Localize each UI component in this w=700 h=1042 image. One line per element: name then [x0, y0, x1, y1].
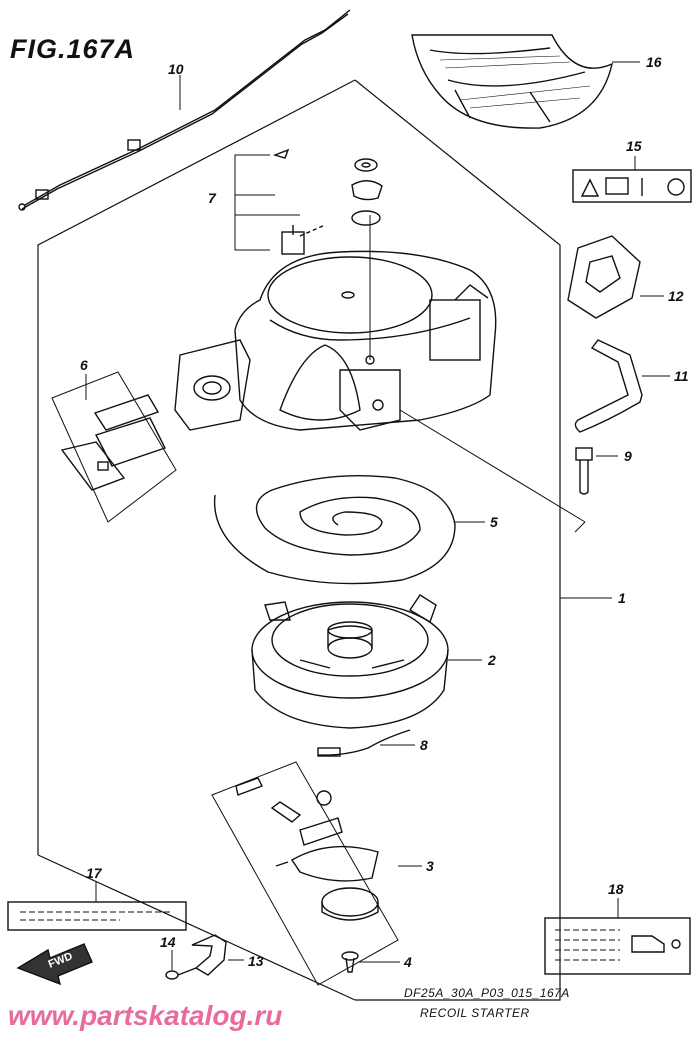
callout-1: 1 — [618, 590, 626, 606]
callout-labels: 1 2 3 4 5 6 7 8 9 10 11 12 13 14 15 16 1… — [80, 54, 689, 970]
part-11-clip — [574, 339, 670, 433]
callout-17: 17 — [86, 865, 103, 881]
part-5-spring — [213, 475, 485, 585]
part-18-label — [544, 898, 691, 975]
part-14-bolt — [165, 950, 197, 980]
part-15-warning-label — [572, 156, 692, 203]
part-9-bolt — [575, 447, 618, 495]
callout-16: 16 — [646, 54, 662, 70]
callout-4: 4 — [403, 954, 412, 970]
part-4-screw — [341, 951, 400, 973]
callout-7: 7 — [208, 190, 217, 206]
part-12-grommet — [567, 235, 664, 319]
part-16-cover — [411, 34, 640, 129]
part-13-bracket — [191, 934, 244, 976]
callout-9: 9 — [624, 448, 632, 464]
part-2-reel — [251, 594, 482, 729]
part-3-ratchet-kit — [211, 761, 422, 986]
callout-11: 11 — [674, 368, 689, 384]
figure-name: RECOIL STARTER — [420, 1006, 530, 1020]
assembly-outline — [37, 79, 561, 1001]
figure-title: FIG.167A — [10, 34, 136, 64]
part-7-hardware-group — [234, 148, 383, 255]
callout-5: 5 — [490, 514, 498, 530]
callout-14: 14 — [160, 934, 176, 950]
callout-12: 12 — [668, 288, 684, 304]
watermark: www.partskatalog.ru — [8, 1000, 283, 1031]
part-10-cable — [18, 9, 351, 211]
callout-3: 3 — [426, 858, 434, 874]
part-8-rope — [317, 729, 415, 757]
figure-code: DF25A_30A_P03_015_167A — [404, 986, 570, 1000]
part-17-label — [7, 882, 187, 931]
callout-6: 6 — [80, 357, 88, 373]
callout-18: 18 — [608, 881, 624, 897]
callout-13: 13 — [248, 953, 264, 969]
fwd-arrow-icon: FWD — [16, 943, 93, 986]
callout-10: 10 — [168, 61, 184, 77]
part-6-handle-kit — [51, 371, 177, 523]
callout-8: 8 — [420, 737, 428, 753]
callout-15: 15 — [626, 138, 642, 154]
part-1-housing — [174, 215, 586, 533]
callout-2: 2 — [487, 652, 496, 668]
